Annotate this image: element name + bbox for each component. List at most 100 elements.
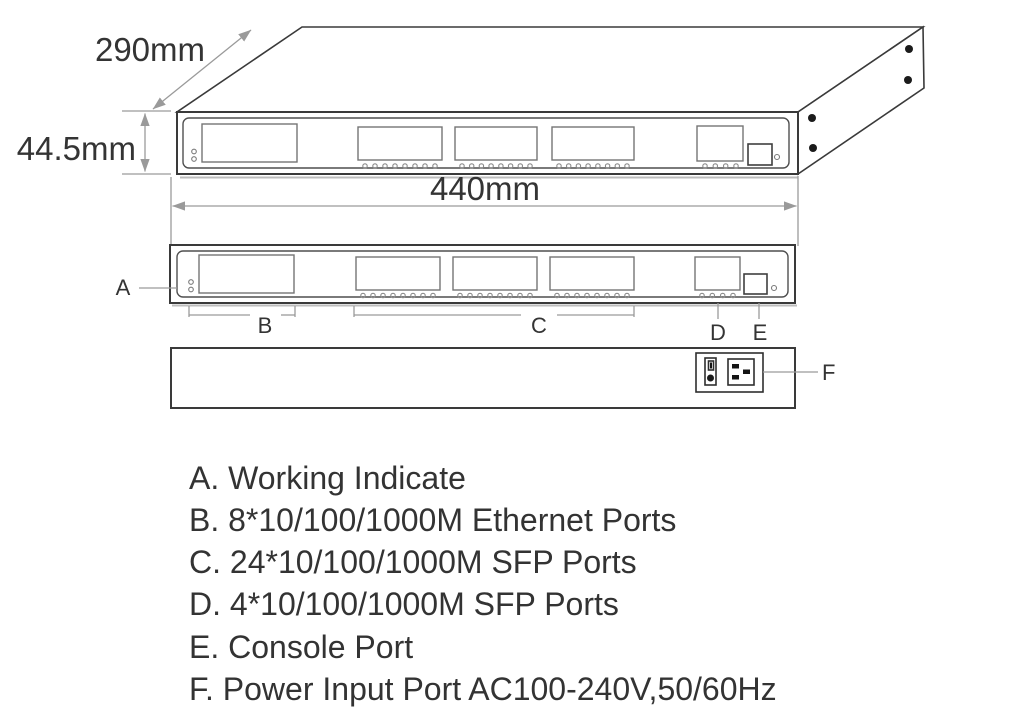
- port-indicator-dot: [459, 163, 465, 169]
- callout-label-f: F: [822, 360, 835, 385]
- port-indicator-dot: [477, 292, 483, 299]
- port-indicator-dot: [702, 163, 708, 169]
- sfp-uplink-block: [694, 256, 741, 291]
- port-indicator-dot: [719, 292, 726, 299]
- port-indicator-dot: [478, 163, 485, 169]
- working-led: [191, 148, 197, 155]
- depth-dimension-label: 290mm: [95, 31, 205, 68]
- console-port: [747, 143, 773, 166]
- dimension-width: 440mm: [170, 170, 799, 246]
- port-indicator-dot: [422, 163, 428, 169]
- port-indicator-dot: [614, 163, 621, 169]
- port-indicator-dot: [390, 292, 396, 299]
- port-indicator-dot: [507, 292, 513, 299]
- sfp-uplink-block: [696, 125, 744, 162]
- port-indicator-dot: [468, 163, 475, 169]
- working-led: [188, 279, 194, 285]
- height-dimension-label: 44.5mm: [17, 130, 136, 167]
- sfp-port-block: [454, 126, 538, 161]
- port-indicator-dot: [527, 163, 533, 169]
- port-indicator-dot: [564, 292, 570, 299]
- port-indicator-dot: [722, 163, 729, 169]
- port-indicator-dot: [498, 163, 504, 169]
- port-indicator-dot: [372, 163, 378, 169]
- port-indicator-dot: [487, 292, 493, 299]
- depth-arrow: [152, 29, 252, 110]
- legend-item: F. Power Input Port AC100-240V,50/60Hz: [189, 671, 777, 707]
- port-indicator-dot: [594, 292, 600, 299]
- console-led: [773, 153, 781, 161]
- port-indicator-dot: [507, 163, 514, 169]
- port-indicator-dot: [488, 163, 494, 169]
- port-indicator-dot: [430, 292, 436, 299]
- front-panel: [169, 244, 796, 304]
- legend-item: C. 24*10/100/1000M SFP Ports: [189, 544, 637, 580]
- port-indicator-dot: [380, 292, 386, 299]
- power-switch-dot: [707, 374, 714, 382]
- front-panel-inset: [182, 117, 790, 169]
- sfp-port-block: [452, 256, 538, 291]
- port-indicator-dot: [517, 163, 524, 169]
- callout-label-a: A: [116, 275, 131, 300]
- port-indicator-dot: [712, 163, 719, 169]
- port-indicator-dot: [360, 292, 366, 299]
- ethernet-port-block: [198, 254, 295, 294]
- screw-hole: [808, 114, 816, 122]
- port-indicator-row: [360, 292, 736, 299]
- port-indicator-dot: [420, 292, 426, 299]
- rear-panel: [170, 347, 796, 409]
- callout-label-c: C: [531, 313, 547, 338]
- front-view: A B C D E: [116, 244, 797, 345]
- sfp-port-block: [357, 126, 443, 161]
- port-indicator-dot: [517, 292, 523, 299]
- port-indicator-dot: [400, 292, 406, 299]
- front-panel-3d: [176, 111, 799, 175]
- port-indicator-dot: [604, 163, 611, 169]
- port-indicator-dot: [565, 163, 572, 169]
- width-dimension-label: 440mm: [430, 170, 540, 207]
- port-indicator-dot: [402, 163, 408, 169]
- port-indicator-dot: [556, 163, 562, 169]
- legend-item: E. Console Port: [189, 629, 413, 665]
- port-indicator-dot: [412, 163, 418, 169]
- port-indicator-dot: [604, 292, 610, 299]
- socket-prong-slot: [732, 364, 739, 369]
- port-indicator-dot: [410, 292, 416, 299]
- legend-item: A. Working Indicate: [189, 460, 466, 496]
- working-led: [188, 286, 194, 293]
- port-indicator-dot: [730, 292, 736, 299]
- front-panel-inset: [176, 250, 789, 298]
- port-indicator-dot: [467, 292, 473, 299]
- console-led: [770, 284, 778, 292]
- port-indicator-dot: [554, 292, 560, 299]
- top-face: [174, 26, 926, 113]
- dimension-depth: 290mm: [95, 29, 252, 110]
- socket-prong-slot: [743, 369, 750, 374]
- sfp-port-block: [355, 256, 441, 291]
- port-indicator-dot: [699, 292, 705, 299]
- port-indicator-dot: [624, 292, 630, 299]
- callout-label-d: D: [710, 320, 726, 345]
- rear-view: F: [170, 347, 835, 409]
- port-indicator-dot: [585, 163, 591, 169]
- working-led: [191, 156, 197, 162]
- socket-prong-slot: [732, 375, 739, 380]
- callout-label-e: E: [753, 320, 768, 345]
- port-indicator-dot: [392, 163, 398, 169]
- port-indicator-dot: [575, 163, 582, 169]
- sfp-port-block: [549, 256, 635, 291]
- ethernet-port-block: [201, 123, 298, 163]
- port-indicator-dot: [709, 292, 716, 299]
- sfp-port-block: [551, 126, 635, 161]
- screw-hole: [809, 144, 817, 152]
- console-port: [743, 273, 768, 295]
- legend-item: D. 4*10/100/1000M SFP Ports: [189, 586, 619, 622]
- port-indicator-dot: [497, 292, 503, 299]
- port-indicator-dot: [595, 163, 601, 169]
- port-indicator-dot: [527, 292, 533, 299]
- port-indicator-dot: [432, 163, 438, 169]
- port-indicator-dot: [614, 292, 620, 299]
- port-indicator-row: [362, 163, 739, 169]
